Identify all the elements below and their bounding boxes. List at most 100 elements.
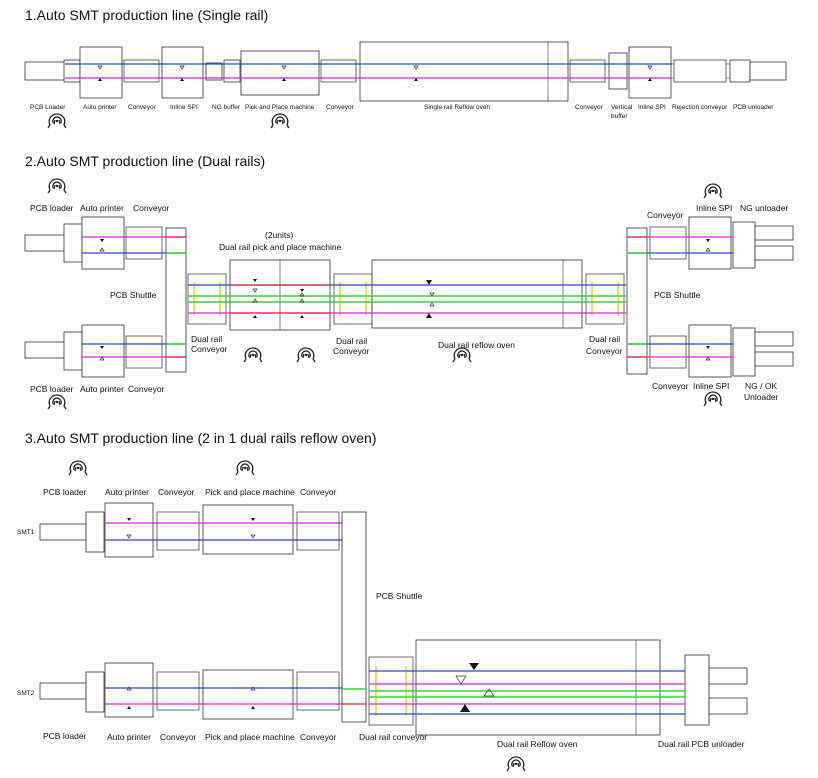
s3-auto-printer-top [104,502,154,558]
robot-icon [47,394,67,410]
station-label: Dual rail PCB unloader [658,739,745,749]
section1-title: 1.Auto SMT production line (Single rail) [25,7,268,23]
station-label: PCB loader [43,487,87,497]
section2-line [24,178,794,410]
station-label: Pick and place machine [205,487,295,497]
station-label: NG unloader [740,203,788,213]
s1-inline-spi [161,46,204,99]
s3-conveyor-top-2 [296,511,340,551]
s2-conveyor-right-top [649,226,687,260]
s3-pick-place-top [202,504,294,555]
station-label: buffer [611,113,628,120]
robot-icon [243,347,263,363]
station-label: Conveyor [133,203,170,213]
s1-ng-buffer [205,62,223,81]
station-label: Auto printer [83,104,117,111]
s2-conveyor-right-bottom [649,335,687,369]
s3-conveyor-top-1 [156,511,200,551]
station-label: Dual rail [191,334,222,344]
station-label: Conveyor [160,732,197,742]
s1-conveyor-b [320,59,357,83]
station-label: Conveyor [191,344,228,354]
s1-pcb-unloader [729,59,751,83]
s3-pick-place-bottom [202,669,294,720]
station-label: Conveyor [652,381,689,391]
station-label: Conveyor [333,346,370,356]
station-label: NG / OK [745,381,777,391]
s1-reflow-oven [359,41,569,102]
station-label: Pick and place machine [205,732,295,742]
section1-line [24,41,787,129]
station-label: PCB Shuttle [110,290,157,300]
s3-reflow-oven [415,639,661,736]
station-label: Conveyor [647,210,684,220]
s3-dual-rail-pcb-unloader [684,654,710,726]
section3-line [39,460,748,772]
station-label: Conveyor [300,487,337,497]
robot-icon [235,460,255,476]
station-label: Dual rail pick and place machine [219,242,342,252]
robot-icon [68,460,88,476]
robot-icon [270,113,290,129]
station-label: Auto printer [107,732,151,742]
station-label: Inline SPI [638,104,666,111]
station-label: Auto printer [105,487,149,497]
station-label: Conveyor [128,104,157,111]
station-label: PCB Shuttle [376,591,423,601]
s2-auto-printer-top [81,216,125,270]
station-label: PCB Loader [30,104,66,111]
robot-icon [47,178,67,194]
station-label: Inline SPI [696,203,732,213]
station-label: Conveyor [326,104,355,111]
station-label: Auto printer [80,384,124,394]
robot-icon [47,113,67,129]
robot-icon [703,391,723,407]
station-label: Dual rail [336,336,367,346]
station-label: Pick and Place machine [245,104,315,111]
s2-conveyor-top [125,226,163,260]
station-label: Dual rail conveyor [359,732,427,742]
s2-ng-unloader [732,221,756,269]
station-label: SMT1 [17,529,35,536]
station-label: Inline SPI [693,381,729,391]
robot-icon [703,183,723,199]
station-label: Conveyor [128,384,165,394]
s2-inline-spi-top [688,216,732,270]
station-label: Dual rail Reflow oven [497,739,578,749]
station-label: Conveyor [575,104,604,111]
s1-conveyor-c [569,59,606,83]
station-label: Dual rail [589,334,620,344]
s1-conveyor-a [123,59,160,83]
s2-ng-ok-unloader [732,327,756,377]
station-label: PCB unloader [733,104,774,111]
s3-pcb-shuttle [341,511,367,723]
s1-pcb-loader [24,61,66,81]
section3-title: 3.Auto SMT production line (2 in 1 dual … [25,430,376,446]
station-label: Conveyor [586,346,623,356]
robot-icon [506,756,526,772]
station-label: Rejection conveyor [672,104,728,111]
station-label: Unloader [744,392,779,402]
s2-conveyor-bottom [125,335,163,369]
station-label: Conveyor [158,487,195,497]
s2-inline-spi-bottom [688,324,732,378]
station-label: Single rail Reflow oven [424,104,491,111]
station-label: PCB loader [30,203,74,213]
station-label: NG buffer [212,104,241,111]
s1-rejection-conveyor [673,59,727,83]
section3-labels: PCB loader Auto printer Conveyor Pick an… [17,487,745,749]
s1-vertical-buffer [608,52,628,90]
station-label: Conveyor [300,732,337,742]
station-label: PCB loader [30,384,74,394]
station-label: Vertical [611,104,633,111]
section1-labels: PCB Loader Auto printer Conveyor Inline … [30,104,774,120]
station-label: PCB loader [43,731,87,741]
station-label: Inline SPI [170,104,198,111]
robot-icon [452,347,472,363]
station-label: PCB Shuttle [654,290,701,300]
s1-pick-place [240,50,320,96]
robot-icon [296,347,316,363]
station-label: SMT2 [17,690,35,697]
s2-pcb-shuttle-right [626,227,648,375]
